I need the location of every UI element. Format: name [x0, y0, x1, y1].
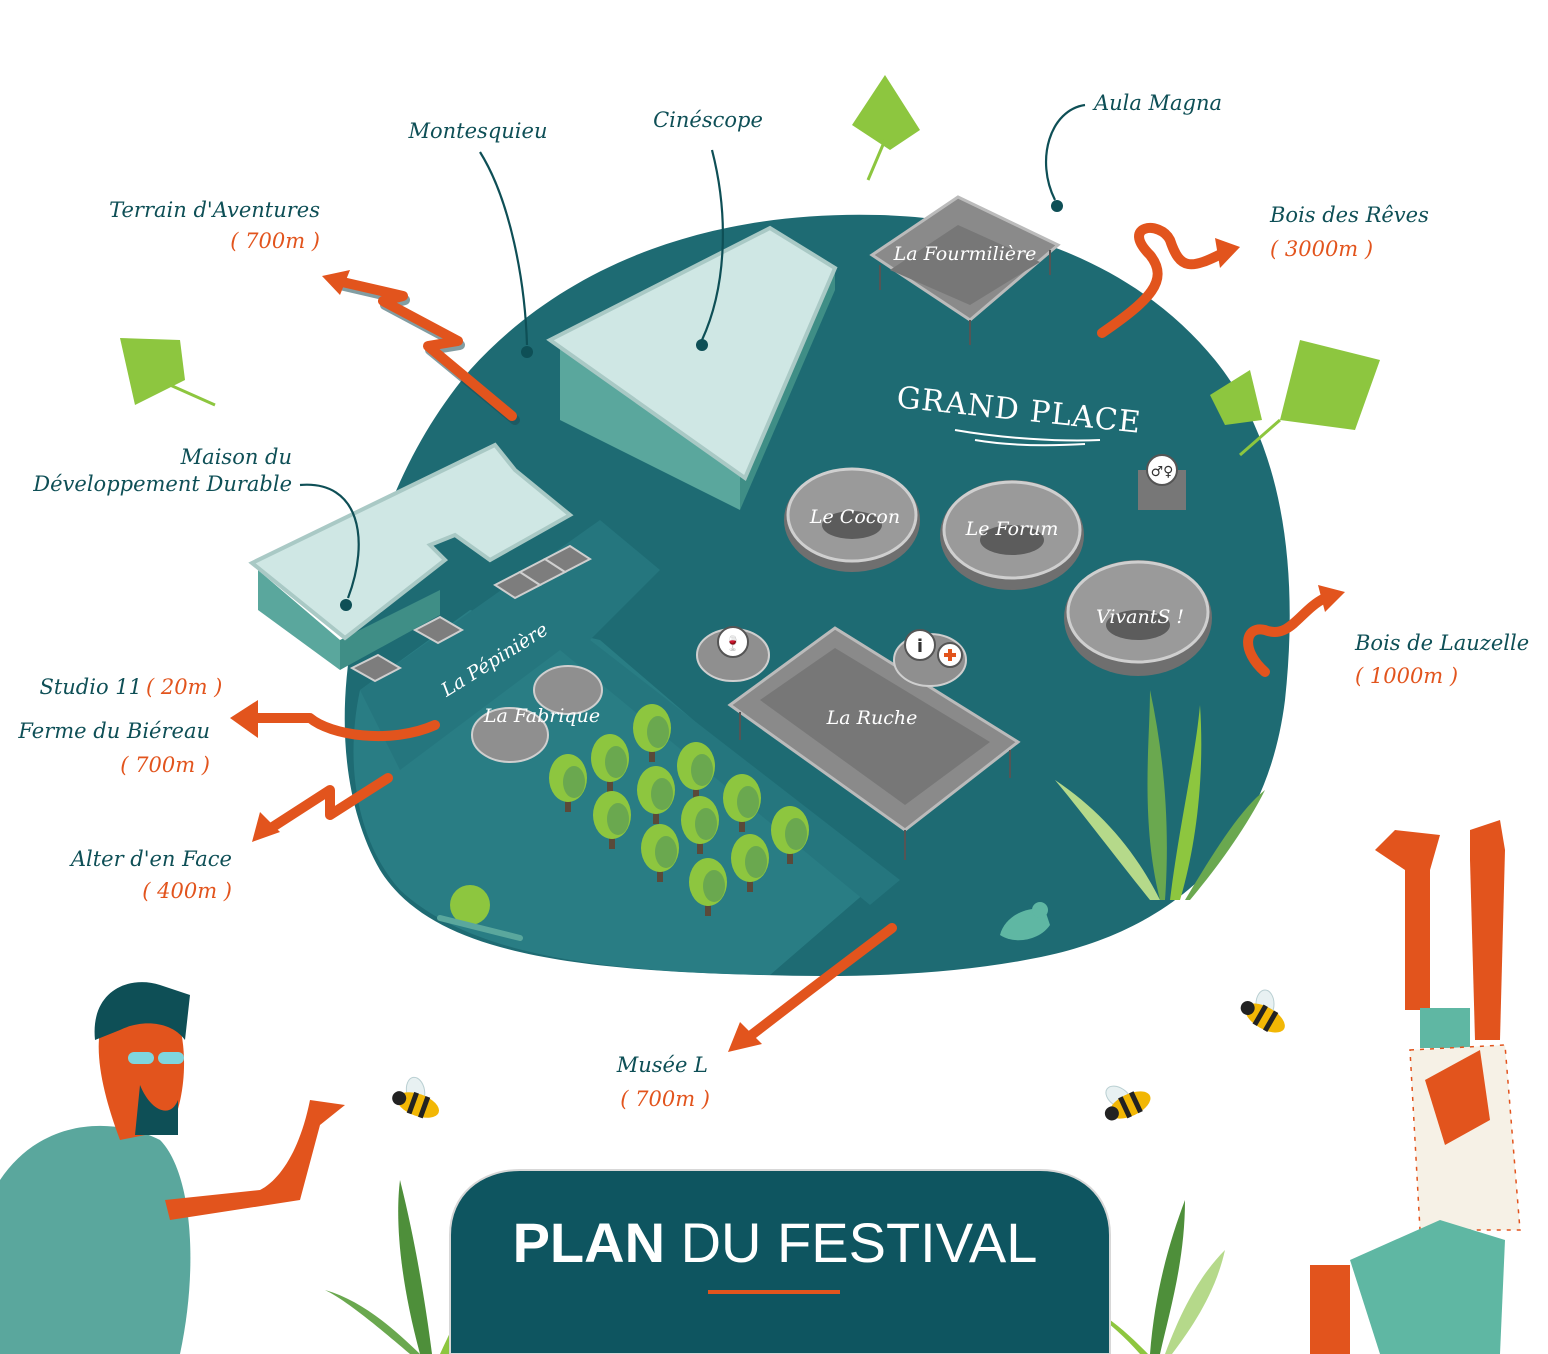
label-fourmiliere: La Fourmilière: [893, 243, 1037, 265]
wine-bar-icon: 🍷: [696, 626, 770, 682]
svg-text:i: i: [917, 636, 923, 657]
dest-bois-reves-distance: ( 3000m ): [1270, 237, 1373, 261]
svg-text:🍷: 🍷: [724, 635, 741, 652]
first-aid-icon: [937, 642, 963, 668]
vivants-dome: [1064, 560, 1212, 676]
leader-cinescope: [696, 149, 724, 351]
tree: [641, 824, 679, 882]
fabrique-domes: [471, 665, 603, 763]
leaf-icon: [852, 75, 920, 181]
tree: [731, 834, 769, 892]
dest-terrain-name: Terrain d'Aventures: [109, 198, 320, 222]
cinescope-building: [546, 225, 838, 510]
tree: [633, 704, 671, 762]
bird-icon: [1000, 902, 1050, 941]
label-aula-magna: Aula Magna: [1092, 91, 1222, 115]
tree: [689, 858, 727, 916]
label-maison-line2: Développement Durable: [32, 472, 292, 496]
dest-alter-name: Alter d'en Face: [69, 847, 232, 871]
cocon-dome: [784, 467, 920, 572]
dest-bois-reves-name: Bois des Rêves: [1269, 203, 1429, 227]
leader-aula-magna: [1045, 103, 1086, 212]
info-first-aid-stand: i: [893, 629, 967, 687]
label-ruche: La Ruche: [826, 707, 918, 729]
arrow-musee: [728, 923, 897, 1052]
dest-terrain-distance: ( 700m ): [230, 229, 320, 253]
label-montesquieu: Montesquieu: [408, 119, 548, 143]
dest-musee-distance: ( 700m ): [620, 1087, 710, 1111]
toilets-icon: ♂♀: [1138, 454, 1186, 510]
leader-montesquieu: [479, 151, 533, 358]
dest-ferme-name: Ferme du Biéreau: [17, 719, 210, 743]
tree: [593, 791, 631, 849]
dest-studio-name: Studio 11: [39, 675, 142, 699]
label-fabrique: La Fabrique: [483, 705, 600, 727]
person-with-glasses: [0, 982, 345, 1354]
arrow-bois-lauzelle: [1243, 585, 1345, 677]
tree-grove: [549, 704, 809, 916]
dest-studio-distance: ( 20m ): [146, 675, 222, 699]
dest-bois-lauzelle-name: Bois de Lauzelle: [1354, 631, 1529, 655]
page-title: PLAN DU FESTIVAL: [513, 1211, 1038, 1274]
dest-alter-distance: ( 400m ): [142, 879, 232, 903]
label-vivants: VivantS !: [1096, 606, 1184, 628]
dest-bois-lauzelle-distance: ( 1000m ): [1355, 664, 1458, 688]
forum-dome: [940, 480, 1084, 590]
label-forum: Le Forum: [965, 518, 1059, 540]
bee-icon: [392, 1076, 440, 1119]
tree: [549, 754, 587, 812]
tree: [591, 734, 629, 792]
grass-plant-right: [1055, 690, 1265, 900]
leaf-icon: [1210, 340, 1380, 457]
tree: [771, 806, 809, 864]
arrow-alter: [252, 773, 393, 842]
leaf-icon: [120, 338, 216, 407]
info-icon: i: [904, 629, 936, 661]
bee-icon: [1240, 989, 1285, 1033]
label-cinescope: Cinéscope: [653, 108, 763, 132]
bees: [392, 989, 1285, 1121]
title-underline: [708, 1290, 840, 1294]
fourmiliere-tent: [869, 195, 1061, 345]
tree: [637, 766, 675, 824]
leader-maison: [299, 483, 360, 611]
title-card: PLAN DU FESTIVAL: [449, 1169, 1111, 1354]
arrow-studio-ferme: [230, 700, 440, 742]
dest-ferme-distance: ( 700m ): [120, 753, 210, 777]
label-maison-line1: Maison du: [180, 445, 292, 469]
tree: [681, 796, 719, 854]
pepiniere-stalls: [349, 544, 592, 683]
svg-text:♂♀: ♂♀: [1151, 464, 1174, 480]
tree: [677, 742, 715, 800]
maison-building: [248, 442, 574, 670]
arrow-bois-reves: [1097, 223, 1240, 338]
ruche-tent: [727, 626, 1021, 860]
grass-plant-bottom-right: [1045, 1200, 1225, 1354]
tree: [723, 774, 761, 832]
bee-icon: [1104, 1085, 1151, 1121]
person-handstand: [1310, 820, 1521, 1354]
arrow-terrain: [322, 270, 520, 425]
label-cocon: Le Cocon: [809, 506, 900, 528]
dest-musee-name: Musée L: [616, 1053, 708, 1077]
snail-icon: [437, 885, 523, 941]
